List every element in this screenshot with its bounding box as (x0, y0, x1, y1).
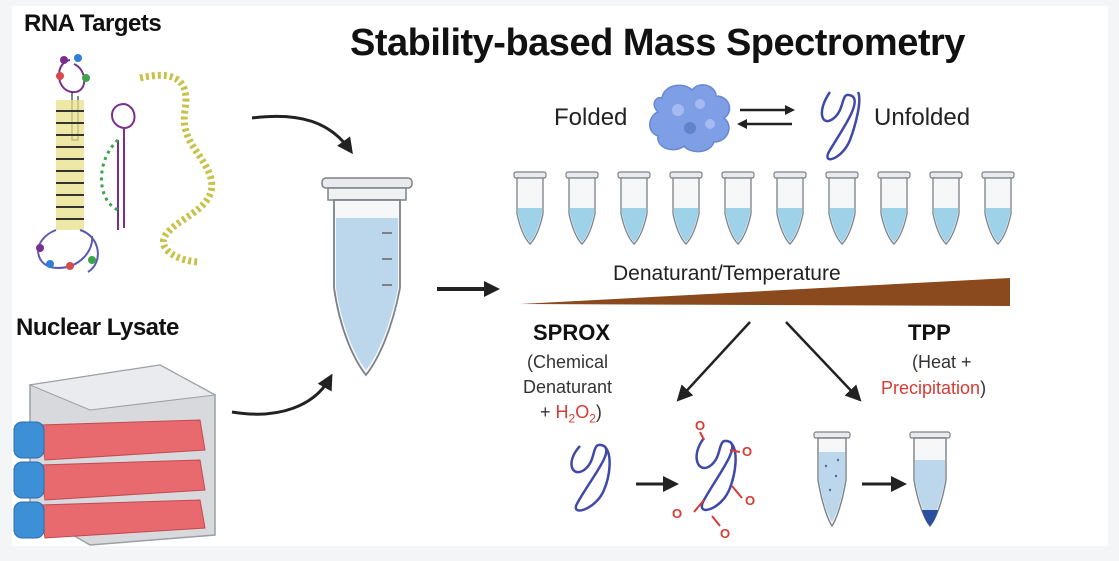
gradient-tube (669, 171, 703, 245)
cell-culture-flasks (13, 364, 217, 546)
gradient-tube (721, 171, 755, 245)
arrow-lysate-to-tube (231, 373, 333, 416)
oxidation-label: O (695, 418, 705, 433)
gradient-tube (513, 171, 547, 245)
oxidation-label: O (742, 444, 752, 459)
arrow-rna-to-tube (251, 114, 353, 155)
tpp-line2-suffix: ) (980, 378, 987, 398)
figure-title: Stability-based Mass Spectrometry (350, 22, 965, 64)
oxidation-label: O (672, 506, 682, 521)
oxidation-labels: O O O O O (672, 418, 755, 541)
oxidation-label: O (720, 526, 730, 541)
sprox-line3-suffix: ) (595, 402, 602, 422)
sprox-title: SPROX (533, 320, 611, 345)
arrow-to-sprox (676, 321, 751, 402)
tpp-title: TPP (908, 320, 951, 345)
gradient-wedge (520, 278, 1010, 306)
unfolded-label: Unfolded (874, 104, 971, 131)
tpp-desc-line2: Precipitation) (881, 378, 986, 399)
gradient-tube (877, 171, 911, 245)
peroxide-h: H (555, 402, 569, 422)
equilibrium-arrows (737, 105, 795, 129)
tpp-desc-line1: (Heat + (912, 352, 972, 372)
rna-structure-right (100, 71, 216, 266)
rna-structure-left (36, 54, 99, 273)
oxidation-label: O (745, 493, 755, 508)
nuclear-lysate-label: Nuclear Lysate (16, 314, 179, 341)
rna-targets-label: RNA Targets (24, 10, 162, 37)
tpp-precipitation-word: Precipitation (881, 378, 981, 398)
tpp-tube-after (909, 431, 951, 528)
unfolded-strand (820, 91, 861, 161)
sprox-line3-prefix: + (540, 402, 556, 422)
tpp-tube-before (813, 431, 851, 528)
peroxide-o: O (575, 402, 590, 422)
oxidized-strand (693, 431, 743, 527)
sprox-desc-line1: (Chemical (527, 352, 609, 372)
gradient-label: Denaturant/Temperature (613, 262, 841, 285)
arrow-to-tpp (785, 321, 862, 402)
peroxide-sub2: 2 (589, 411, 596, 426)
gradient-tube (825, 171, 859, 245)
peroxide-formula: H2O2 (555, 402, 596, 426)
sprox-desc-line3: + H2O2) (540, 402, 602, 426)
sprox-unfolded-strand (570, 443, 611, 512)
gradient-tube (773, 171, 807, 245)
folded-protein (649, 84, 731, 153)
main-microcentrifuge-tube (321, 177, 413, 377)
folded-label: Folded (554, 104, 628, 131)
gradient-tube (565, 171, 599, 245)
sprox-desc-line2: Denaturant (523, 377, 613, 397)
peroxide-sub1: 2 (568, 411, 576, 426)
gradient-tube (617, 171, 651, 245)
gradient-tube (981, 171, 1015, 245)
gradient-tube (929, 171, 963, 245)
tube-row (513, 171, 1015, 245)
